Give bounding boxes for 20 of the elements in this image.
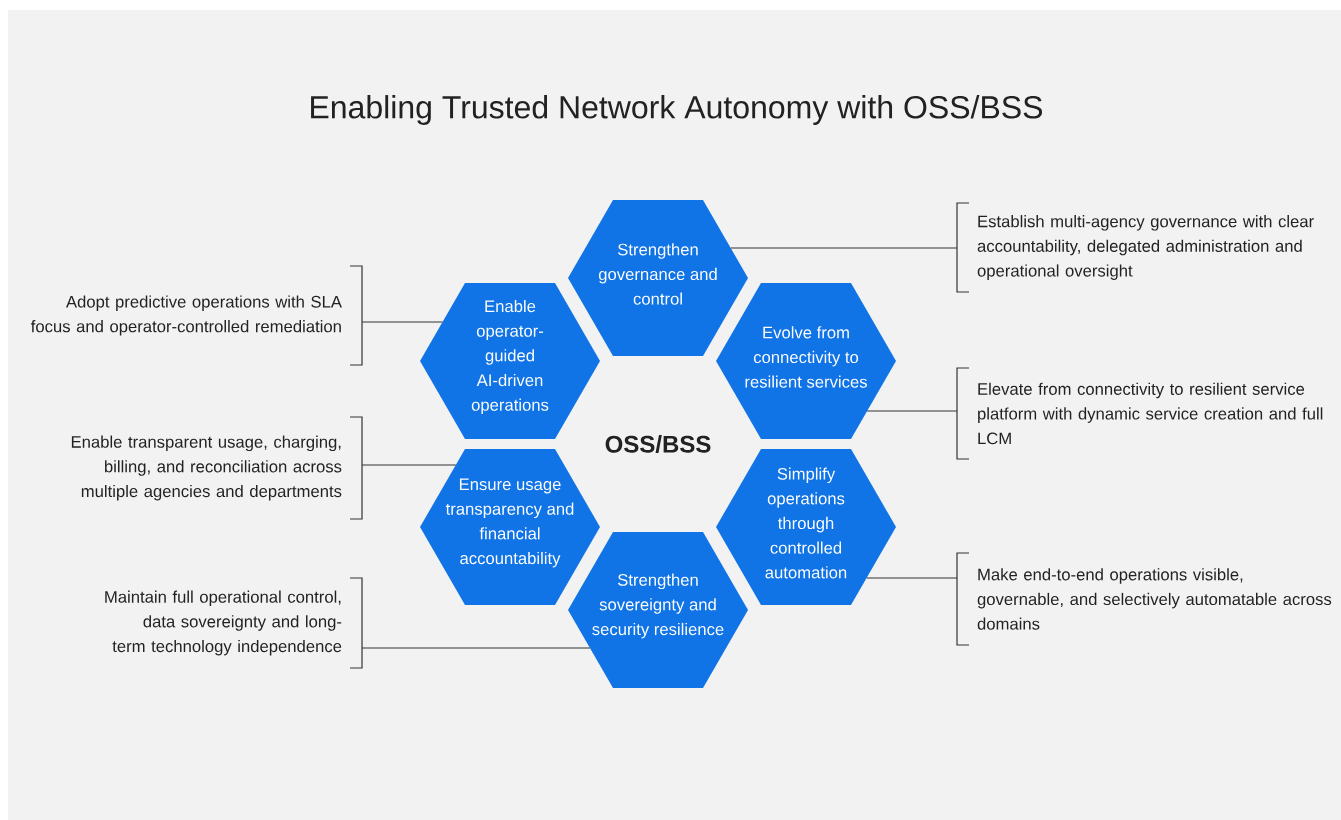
hexagon: Enable operator-guided AI-driven operations	[420, 283, 600, 439]
leader-line	[361, 464, 457, 466]
title: Enabling Trusted Network Autonomy with OSS/BSS	[311, 95, 1042, 125]
callout-text: Maintain full operational control, data sovereignty and long-term technology independence	[105, 590, 342, 656]
center-label: OSS/BSS	[605, 435, 711, 453]
leader-line	[866, 577, 958, 579]
leader-line	[361, 647, 591, 649]
callout-text: Establish multi-agency governance with clear accountability, delegated administration and operational oversight	[977, 215, 1314, 280]
leader-line	[866, 410, 958, 412]
hexagon: Strengthen governance and control	[568, 200, 748, 356]
callout-text: Enable transparent usage, charging, billing, and reconciliation across multiple agencies and departments	[71, 435, 342, 501]
hexagon: Strengthen sovereignty and security resilience	[568, 532, 748, 688]
hexagon: Simplify operations through controlled automation	[716, 449, 896, 605]
leader-line	[730, 247, 958, 249]
hexagon: Ensure usage transparency and financial accountability	[420, 449, 600, 605]
leader-line	[361, 321, 444, 323]
hexagon: Evolve from connectivity to resilient services	[716, 283, 896, 439]
callout-text: Adopt predictive operations with SLA focus and operator-controlled remediation	[30, 295, 342, 336]
callout-text: Make end-to-end operations visible, governable, and selectively automatable across domains	[977, 568, 1332, 630]
callout-text: Elevate from connectivity to resilient service platform with dynamic service creation and full LCM	[978, 382, 1323, 445]
